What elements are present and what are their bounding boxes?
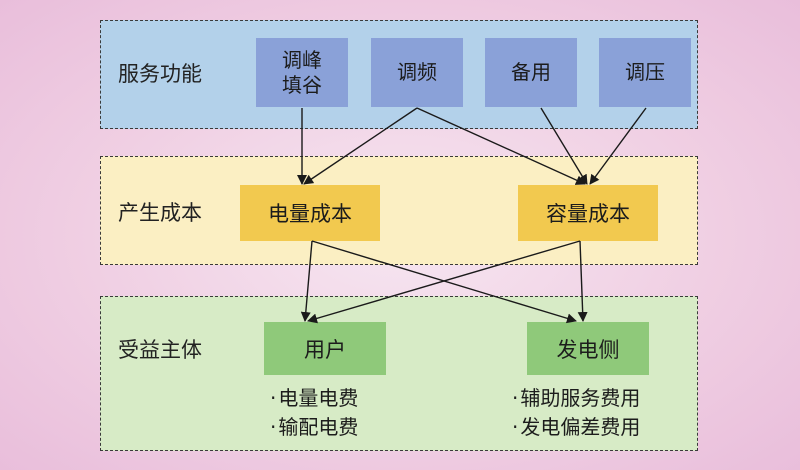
list-item: ·输配电费 [270, 415, 359, 439]
service-reserve-box: 备用 [485, 38, 577, 107]
service-voltage-box: 调压 [599, 38, 691, 107]
arrow-frequency-to-energy-cost [303, 107, 418, 185]
energy-cost-box: 电量成本 [240, 185, 380, 241]
service-frequency-box: 调频 [371, 38, 463, 107]
service-peak-valley-box: 调峰 填谷 [256, 38, 348, 107]
list-item: ·发电偏差费用 [512, 415, 641, 439]
list-item: ·辅助服务费用 [512, 386, 641, 410]
beneficiaries-label: 受益主体 [118, 338, 202, 362]
generation-side-bullet-list: ·辅助服务费用 ·发电偏差费用 [512, 384, 640, 442]
arrow-frequency-to-capacity-cost [416, 107, 586, 185]
arrow-voltage-to-capacity-cost [589, 107, 647, 185]
arrow-energy-cost-to-user [300, 240, 313, 322]
generation-side-box: 发电侧 [527, 322, 649, 375]
capacity-cost-box: 容量成本 [518, 185, 658, 241]
arrow-capacity-cost-to-generation [577, 240, 588, 322]
arrow-capacity-cost-to-user [307, 240, 581, 324]
arrow-reserve-to-capacity-cost [540, 107, 588, 185]
service-functions-label: 服务功能 [118, 62, 202, 86]
list-item: ·电量电费 [270, 386, 359, 410]
user-bullet-list: ·电量电费 ·输配电费 [270, 384, 358, 442]
user-box: 用户 [264, 322, 386, 375]
cost-label: 产生成本 [118, 201, 202, 225]
